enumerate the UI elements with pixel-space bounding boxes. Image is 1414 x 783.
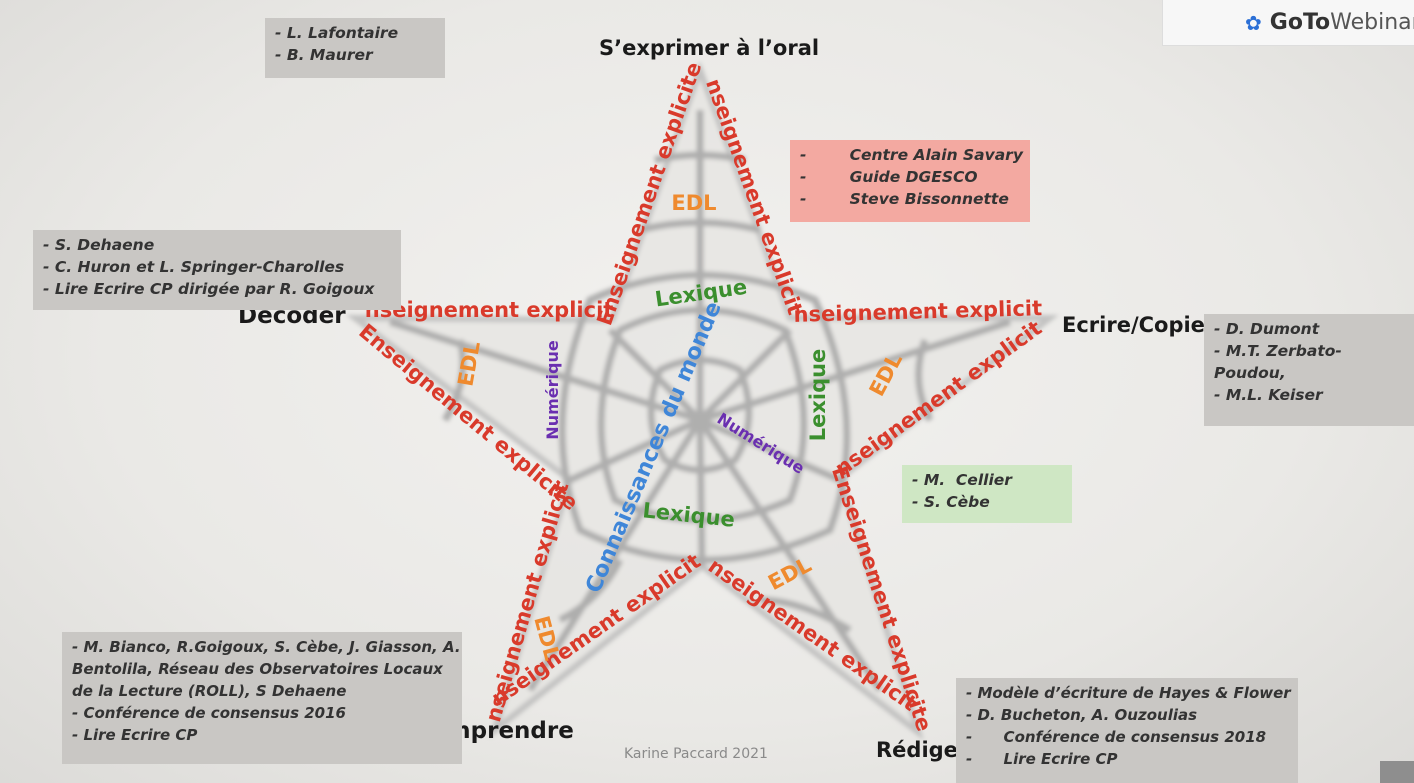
reference-box-bottom-right: - Modèle d’écriture de Hayes & Flower- D… [956,678,1298,783]
pole-top: S’exprimer à l’oral [599,36,820,60]
corner-resize-handle[interactable] [1380,761,1414,783]
lexique-label-right: Lexique [806,349,830,442]
reference-box-pink: - Centre Alain Savary - Guide DGESCO - S… [790,140,1030,222]
numerique-label-left: Numérique [543,340,562,440]
pole-bottom-right: Rédiger [876,738,969,762]
reference-box-left: - S. Dehaene- C. Huron et L. Springer-Ch… [33,230,401,310]
reference-box-top: - L. Lafontaire- B. Maurer [265,18,445,78]
pole-right: Ecrire/Copier [1062,313,1216,337]
reference-box-green: - M. Cellier- S. Cèbe [902,465,1072,523]
brand-name-bold: GoTo [1269,10,1331,35]
reference-box-bottom-left: - M. Bianco, R.Goigoux, S. Cèbe, J. Gias… [62,632,462,764]
footer-author: Karine Paccard 2021 [624,746,768,762]
reference-box-right: - D. Dumont- M.T. Zerbato-Poudou,- M.L. … [1204,314,1414,426]
brand-name-light: Webinar [1330,10,1414,35]
spider-web [345,61,1059,741]
gotowebinar-logo-icon: ✿ [1245,10,1262,35]
edl-label-top: EDL [671,191,716,215]
